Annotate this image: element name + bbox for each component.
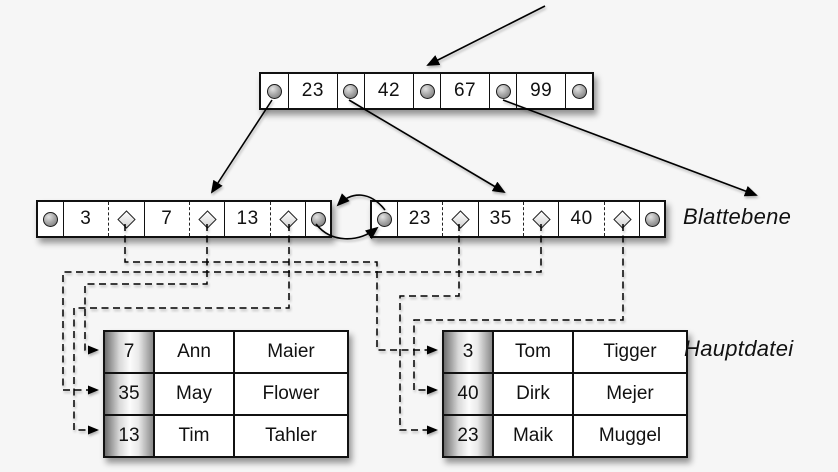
leaf-level-label: Blattebene — [683, 204, 792, 229]
record-key: 3 — [444, 332, 492, 372]
root-key-value: 99 — [530, 80, 553, 101]
pointer-circle-icon — [266, 83, 282, 99]
pointer-cell — [413, 74, 440, 108]
pointer-circle-icon — [343, 83, 359, 99]
record-lastname: Mejer — [574, 374, 686, 414]
arrow-root-to-offscreen-leaf — [502, 99, 758, 197]
record-lastname: Flower — [235, 374, 347, 414]
record-lastname: Muggel — [574, 416, 686, 456]
record-key: 35 — [105, 374, 153, 414]
leaf-node-right: 23 35 40 — [370, 200, 666, 238]
pointer-circle-icon — [419, 83, 435, 99]
leaf-node-left: 3 7 13 — [36, 200, 332, 238]
arrow-root-to-left-leaf — [210, 99, 273, 194]
record-pointer-cell — [108, 202, 144, 236]
record-pointer-diamond-icon — [531, 209, 551, 229]
record-firstname: Tom — [494, 332, 572, 372]
root-key: 42 — [363, 74, 413, 108]
record-firstname: May — [155, 374, 233, 414]
main-file-label: Hauptdatei — [684, 336, 794, 361]
leaf-key-value: 3 — [80, 208, 92, 229]
root-key: 23 — [287, 74, 337, 108]
pointer-cell — [337, 74, 364, 108]
root-key: 99 — [515, 74, 565, 108]
leaf-key-value: 23 — [408, 208, 431, 229]
root-key-value: 42 — [377, 80, 401, 101]
record-key: 7 — [105, 332, 153, 372]
record-pointer-diamond-icon — [612, 209, 632, 229]
record-pointer-cell — [269, 202, 306, 236]
record-key: 23 — [444, 416, 492, 456]
leaf-key: 23 — [396, 202, 442, 236]
record-firstname: Tim — [155, 416, 233, 456]
pointer-cell — [38, 202, 63, 236]
pointer-circle-icon — [310, 211, 326, 227]
record-pointer-diamond-icon — [117, 209, 136, 229]
pointer-cell — [305, 202, 330, 236]
leaf-key: 3 — [62, 202, 108, 236]
leaf-key: 7 — [143, 202, 189, 236]
leaf-key: 35 — [477, 202, 523, 236]
root-key-value: 23 — [301, 80, 324, 101]
root-node: 23 42 67 99 — [259, 72, 594, 110]
leaf-key-value: 13 — [236, 208, 259, 229]
record-key: 13 — [105, 416, 153, 456]
pointer-cell — [639, 202, 664, 236]
pointer-circle-icon — [571, 83, 587, 99]
record-pointer-diamond-icon — [278, 209, 298, 229]
pointer-circle-icon — [376, 211, 392, 227]
leaf-key: 40 — [558, 202, 603, 236]
pointer-cell — [261, 74, 288, 108]
pointer-circle-icon — [495, 83, 511, 99]
record-lastname: Tahler — [235, 416, 347, 456]
record-pointer-cell — [603, 202, 640, 236]
record-pointer-cell — [188, 202, 225, 236]
main-file-table-left: 7 Ann Maier 35 May Flower 13 Tim Tahler — [103, 330, 349, 458]
root-key: 67 — [439, 74, 489, 108]
record-pointer-cell — [442, 202, 478, 236]
record-key: 40 — [444, 374, 492, 414]
record-pointer-diamond-icon — [451, 209, 470, 229]
leaf-key: 13 — [224, 202, 269, 236]
record-lastname: Maier — [235, 332, 347, 372]
root-key-value: 67 — [453, 80, 477, 101]
arrow-into-root — [426, 5, 546, 66]
main-file-table-right: 3 Tom Tigger 40 Dirk Mejer 23 Maik Mugge… — [442, 330, 688, 458]
pointer-cell — [489, 74, 516, 108]
record-pointer-cell — [522, 202, 559, 236]
pointer-circle-icon — [644, 211, 660, 227]
pointer-circle-icon — [42, 211, 58, 227]
leaf-key-value: 35 — [489, 208, 512, 229]
leaf-key-value: 40 — [570, 208, 593, 229]
arrow-root-to-right-leaf — [348, 99, 506, 194]
pointer-cell — [372, 202, 397, 236]
record-lastname: Tigger — [574, 332, 686, 372]
record-firstname: Ann — [155, 332, 233, 372]
record-firstname: Dirk — [494, 374, 572, 414]
record-pointer-diamond-icon — [197, 209, 217, 229]
record-firstname: Maik — [494, 416, 572, 456]
pointer-cell — [565, 74, 592, 108]
leaf-key-value: 7 — [161, 208, 173, 229]
